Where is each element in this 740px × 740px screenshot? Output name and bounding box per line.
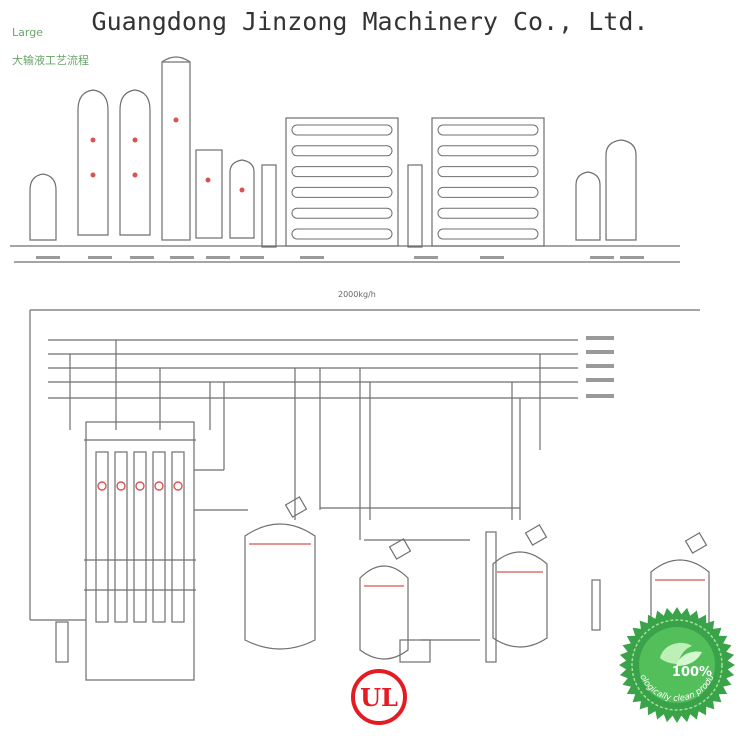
valve-marker bbox=[90, 137, 96, 143]
equipment-label-placeholder bbox=[206, 256, 230, 259]
ro-stage-2-rack-membrane bbox=[437, 124, 539, 136]
filling-tank-1 bbox=[492, 551, 548, 648]
utility-line-label bbox=[586, 350, 614, 354]
intermediate-tank bbox=[229, 159, 255, 239]
company-name: Guangdong Jinzong Machinery Co., Ltd. bbox=[91, 6, 649, 36]
ro-stage-2-rack-membrane bbox=[437, 207, 539, 219]
softener-cap bbox=[161, 56, 191, 63]
eco-product-seal-icon: 100% biologically clean product bbox=[618, 606, 735, 723]
distillation-frame bbox=[85, 421, 195, 681]
sand-filter-tank bbox=[77, 89, 109, 236]
valve-marker bbox=[90, 172, 96, 178]
ul-badge-label: UL bbox=[360, 683, 398, 712]
ro-water-tank bbox=[575, 171, 601, 241]
equipment-label-placeholder bbox=[480, 256, 504, 259]
concentrate-tank bbox=[244, 523, 316, 650]
filling-tank-2-motor bbox=[684, 532, 708, 554]
column-gauge bbox=[173, 481, 183, 491]
security-filter bbox=[195, 149, 223, 239]
filling-tank-1-motor bbox=[524, 524, 548, 546]
ro-stage-1-rack-membrane bbox=[291, 124, 393, 136]
diagram-title-latin: Large bbox=[12, 26, 43, 39]
valve-marker bbox=[173, 117, 179, 123]
column-gauge bbox=[116, 481, 126, 491]
equipment-label-placeholder bbox=[130, 256, 154, 259]
equipment-label-placeholder bbox=[590, 256, 614, 259]
equipment-label-placeholder bbox=[240, 256, 264, 259]
distillation-column bbox=[152, 451, 166, 623]
valve-marker bbox=[132, 172, 138, 178]
ro-stage-2-rack-membrane bbox=[437, 186, 539, 198]
drain-unit bbox=[55, 621, 69, 663]
equipment-label-placeholder bbox=[88, 256, 112, 259]
utility-line-label bbox=[586, 336, 614, 340]
equipment-label-placeholder bbox=[300, 256, 324, 259]
equipment-label-placeholder bbox=[414, 256, 438, 259]
utility-line-label bbox=[586, 378, 614, 382]
pure-water-tank bbox=[605, 139, 637, 241]
flow-rate-label: 2000kg/h bbox=[338, 290, 376, 299]
distillation-column bbox=[133, 451, 147, 623]
distillation-column bbox=[171, 451, 185, 623]
ro-stage-1-rack-membrane bbox=[291, 166, 393, 178]
equipment-label-placeholder bbox=[620, 256, 644, 259]
utility-line-label bbox=[586, 364, 614, 368]
distillation-column bbox=[95, 451, 109, 623]
ro-stage-2-rack bbox=[431, 117, 545, 247]
carbon-filter-tank bbox=[119, 89, 151, 236]
valve-marker bbox=[205, 177, 211, 183]
softener-column bbox=[161, 61, 191, 241]
ro-stage-1-rack-membrane bbox=[291, 145, 393, 157]
ro-stage-2-rack-membrane bbox=[437, 228, 539, 240]
diagram-title-chinese: 大输液工艺流程 bbox=[12, 53, 89, 67]
distillation-column bbox=[114, 451, 128, 623]
valve-marker bbox=[132, 137, 138, 143]
dilute-tank-motor bbox=[388, 538, 412, 560]
valve-marker bbox=[239, 187, 245, 193]
column-gauge bbox=[154, 481, 164, 491]
utility-line-label bbox=[586, 394, 614, 398]
concentrate-tank-motor bbox=[284, 496, 308, 518]
ro-stage-1-rack bbox=[285, 117, 399, 247]
sample-column bbox=[591, 579, 601, 631]
transfer-pump bbox=[399, 639, 431, 663]
ul-certification-icon: UL bbox=[351, 669, 407, 725]
ro-stage-2-rack-membrane bbox=[437, 166, 539, 178]
ro-stage-1-rack-membrane bbox=[291, 207, 393, 219]
dilute-tank bbox=[359, 565, 409, 660]
ro-stage-2-rack-membrane bbox=[437, 145, 539, 157]
column-gauge bbox=[97, 481, 107, 491]
equipment-label-placeholder bbox=[36, 256, 60, 259]
column-gauge bbox=[135, 481, 145, 491]
equipment-label-placeholder bbox=[170, 256, 194, 259]
high-pressure-pump bbox=[261, 164, 277, 248]
second-stage-pump bbox=[407, 164, 423, 248]
raw-water-tank bbox=[29, 173, 57, 241]
ro-stage-1-rack-membrane bbox=[291, 186, 393, 198]
filter-column bbox=[485, 531, 497, 663]
ro-stage-1-rack-membrane bbox=[291, 228, 393, 240]
eco-percent-label: 100% bbox=[672, 665, 712, 680]
